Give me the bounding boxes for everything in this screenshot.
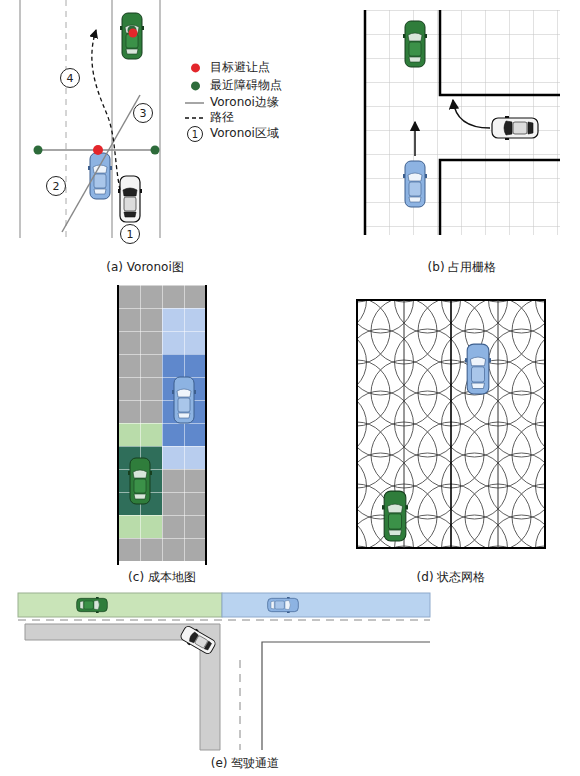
motion-arrow — [414, 122, 416, 156]
occupancy-panel — [365, 10, 560, 235]
legend-row: Voronoi区域 — [210, 127, 279, 140]
lattice-panel — [357, 300, 545, 548]
lattice-line — [450, 300, 452, 548]
panel-caption: (e) 驾驶通道 — [211, 757, 280, 770]
car-black — [492, 116, 538, 140]
road-edge — [205, 285, 207, 565]
car-green — [382, 491, 408, 541]
wall — [440, 160, 560, 235]
target-point — [93, 145, 103, 155]
obstacle-point — [151, 146, 160, 155]
lane-line — [18, 620, 430, 621]
car-black — [179, 624, 218, 657]
car-blue — [465, 344, 491, 394]
wall — [364, 10, 367, 235]
corridor-blue — [222, 593, 430, 617]
lattice — [357, 300, 545, 548]
callout-number: 4 — [67, 73, 74, 84]
callout-number: 2 — [53, 181, 60, 192]
car-blue — [88, 153, 112, 199]
lane-line — [111, 0, 112, 238]
road-edge — [262, 642, 430, 750]
legend-dash-sample — [185, 117, 204, 118]
legend-row: 目标避让点 — [210, 61, 270, 74]
road-edge — [117, 285, 119, 565]
car-green — [77, 597, 108, 613]
cost-cell — [118, 285, 206, 561]
path-line — [92, 30, 120, 190]
target-point — [129, 29, 138, 38]
legend-swatch — [191, 82, 200, 91]
car-green — [128, 458, 152, 504]
lane-line — [240, 660, 241, 750]
legend-swatch — [191, 64, 200, 73]
corridor-gray — [25, 624, 220, 750]
obstacle-point — [34, 146, 43, 155]
road-edge — [159, 0, 160, 238]
grid — [365, 10, 560, 235]
callout-circle: 4 — [60, 68, 80, 88]
callout-number: 1 — [127, 229, 134, 240]
wall — [440, 10, 560, 95]
corridor-panel — [18, 593, 430, 750]
legend-line-sample — [185, 102, 204, 104]
callout-circle: 3 — [133, 103, 153, 123]
panel-caption: (b) 占用栅格 — [428, 261, 497, 274]
car-blue — [403, 161, 427, 207]
car-black — [118, 176, 142, 222]
legend-number: 1 — [192, 129, 198, 140]
legend-text: Voronoi边缘 — [210, 96, 279, 109]
callout-number: 3 — [140, 108, 147, 119]
voronoi-panel — [20, 0, 204, 238]
car-green — [120, 13, 144, 59]
legend-text: Voronoi区域 — [210, 127, 279, 140]
car-blue — [268, 597, 299, 613]
legend-text: 最近障碍物点 — [210, 79, 282, 92]
panel-caption: (d) 状态网格 — [417, 571, 486, 584]
legend-row: 路径 — [210, 111, 234, 124]
lattice-line — [498, 300, 499, 548]
motion-arrow — [453, 100, 490, 128]
legend-row: 最近障碍物点 — [210, 79, 282, 92]
costmap-panel — [118, 285, 206, 565]
car-green — [403, 21, 427, 67]
callout-circle: 1 — [120, 224, 140, 244]
lane-line — [66, 0, 67, 238]
corridor-green — [18, 593, 222, 617]
legend-circle-sample — [188, 127, 203, 142]
panel-caption: (a) Voronoi图 — [106, 261, 183, 274]
legend-row: Voronoi边缘 — [210, 96, 279, 109]
voronoi-edge — [62, 95, 140, 232]
panel-caption: (c) 成本地图 — [128, 571, 196, 584]
legend-text: 路径 — [210, 111, 234, 124]
road-edge — [19, 0, 20, 238]
car-blue — [172, 377, 196, 423]
legend-text: 目标避让点 — [210, 61, 270, 74]
grid — [118, 285, 206, 561]
callout-circle: 2 — [46, 176, 66, 196]
